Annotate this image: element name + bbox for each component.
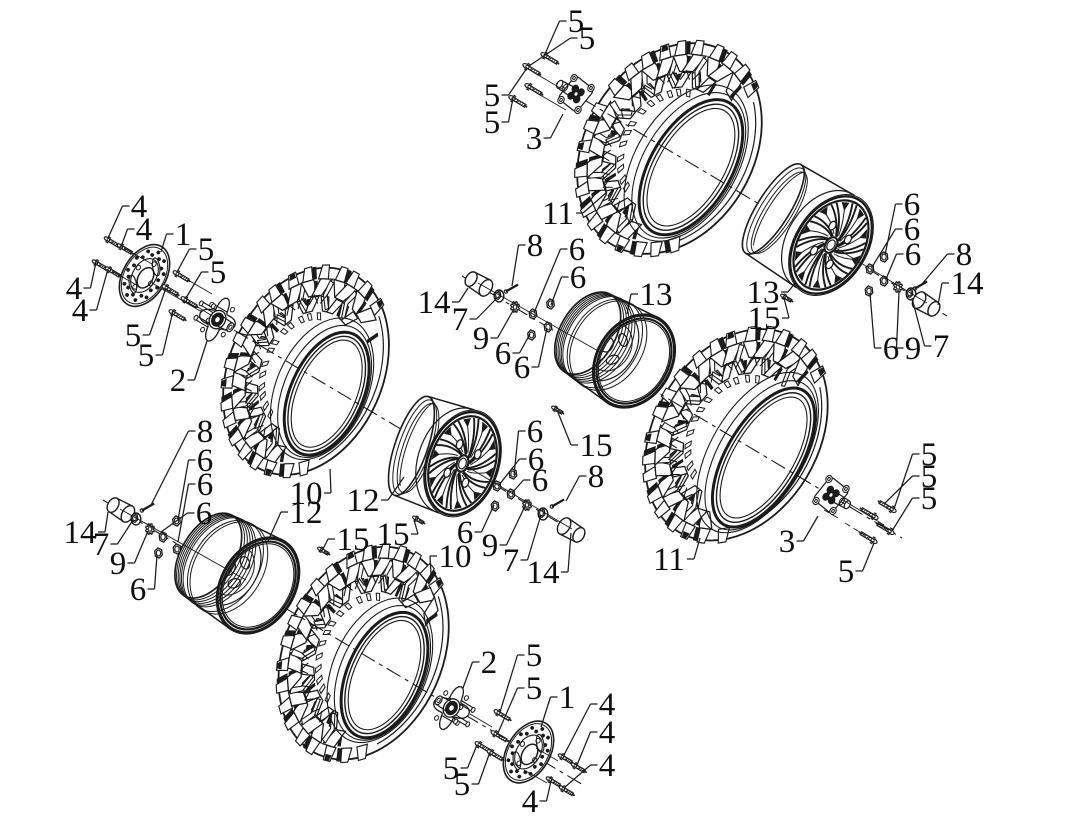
svg-text:14: 14 [527, 555, 560, 591]
svg-text:4: 4 [72, 293, 89, 329]
svg-text:6: 6 [457, 515, 474, 551]
svg-text:15: 15 [377, 517, 410, 553]
svg-text:6: 6 [569, 232, 586, 268]
svg-text:5: 5 [921, 481, 938, 517]
svg-text:15: 15 [580, 428, 613, 464]
svg-text:12: 12 [347, 483, 380, 519]
svg-text:5: 5 [579, 21, 596, 57]
svg-text:5: 5 [454, 767, 471, 803]
svg-text:6: 6 [528, 442, 545, 478]
svg-text:5: 5 [198, 232, 215, 268]
svg-text:5: 5 [443, 751, 460, 787]
svg-text:6: 6 [883, 331, 900, 367]
svg-text:2: 2 [170, 363, 187, 399]
svg-text:8: 8 [197, 414, 214, 450]
svg-text:7: 7 [93, 527, 110, 563]
svg-text:5: 5 [838, 554, 855, 590]
svg-text:3: 3 [779, 524, 796, 560]
svg-text:5: 5 [484, 78, 501, 114]
svg-text:6: 6 [527, 414, 544, 450]
svg-text:13: 13 [640, 277, 673, 313]
svg-text:5: 5 [568, 4, 585, 40]
svg-text:5: 5 [921, 459, 938, 495]
svg-text:8: 8 [956, 237, 973, 273]
svg-text:5: 5 [138, 338, 155, 374]
svg-text:9: 9 [482, 528, 499, 564]
svg-text:6: 6 [904, 212, 921, 248]
svg-text:5: 5 [125, 318, 142, 354]
svg-text:6: 6 [130, 572, 147, 608]
svg-text:1: 1 [559, 680, 576, 716]
svg-text:4: 4 [599, 748, 616, 784]
svg-text:5: 5 [526, 638, 543, 674]
svg-text:9: 9 [473, 321, 490, 357]
svg-text:4: 4 [599, 687, 616, 723]
svg-text:9: 9 [905, 331, 922, 367]
svg-text:6: 6 [197, 443, 214, 479]
svg-text:2: 2 [481, 645, 498, 681]
svg-text:14: 14 [64, 515, 97, 551]
svg-text:12: 12 [290, 495, 323, 531]
svg-text:5: 5 [921, 437, 938, 473]
svg-text:6: 6 [197, 467, 214, 503]
svg-text:8: 8 [527, 228, 544, 264]
svg-text:7: 7 [452, 302, 469, 338]
svg-text:10: 10 [439, 539, 472, 575]
svg-text:4: 4 [599, 715, 616, 751]
svg-text:15: 15 [337, 522, 370, 558]
svg-text:15: 15 [748, 301, 781, 337]
svg-text:14: 14 [418, 285, 451, 321]
svg-text:5: 5 [484, 105, 501, 141]
svg-text:4: 4 [131, 189, 148, 225]
svg-text:6: 6 [514, 350, 531, 386]
svg-text:1: 1 [175, 217, 192, 253]
svg-text:9: 9 [110, 546, 127, 582]
svg-text:6: 6 [196, 496, 213, 532]
svg-text:7: 7 [503, 543, 520, 579]
svg-text:6: 6 [532, 463, 549, 499]
svg-text:14: 14 [951, 266, 984, 302]
svg-text:5: 5 [210, 255, 227, 291]
svg-text:11: 11 [653, 542, 685, 578]
svg-text:6: 6 [904, 187, 921, 223]
svg-text:10: 10 [290, 476, 323, 512]
svg-text:8: 8 [588, 459, 605, 495]
svg-text:7: 7 [933, 329, 950, 365]
svg-text:6: 6 [905, 237, 922, 273]
svg-text:6: 6 [495, 336, 512, 372]
svg-text:13: 13 [747, 275, 780, 311]
svg-text:4: 4 [66, 271, 83, 307]
svg-text:11: 11 [542, 196, 574, 232]
svg-text:4: 4 [136, 212, 153, 248]
svg-text:6: 6 [570, 260, 587, 296]
svg-text:4: 4 [522, 784, 539, 820]
svg-text:5: 5 [526, 671, 543, 707]
svg-text:3: 3 [526, 121, 543, 157]
